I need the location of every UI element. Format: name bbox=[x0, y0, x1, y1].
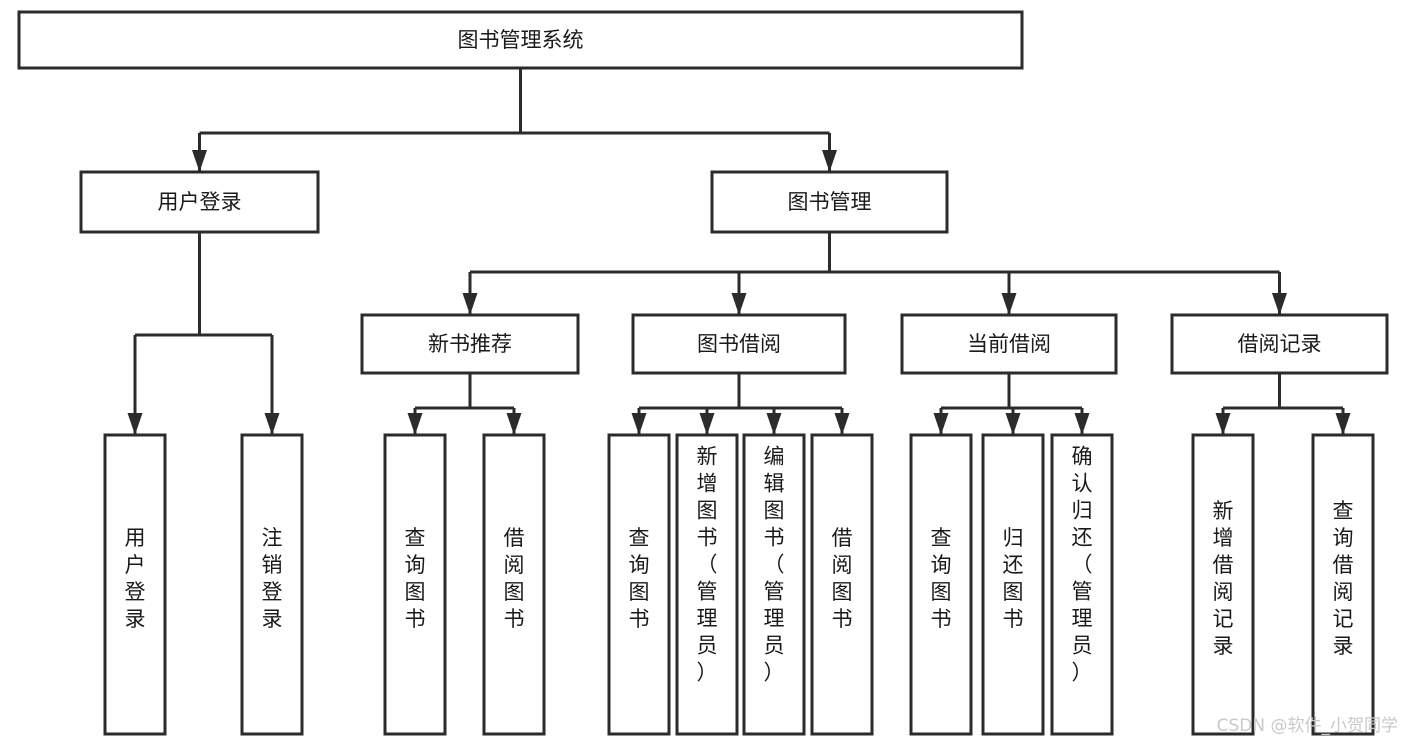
node-label: 归还图书 bbox=[1003, 526, 1024, 631]
node-label: 确认归还（管理员） bbox=[1072, 445, 1093, 685]
node-label: 新增图书（管理员） bbox=[697, 445, 718, 685]
node-leaf-borrow-book[interactable]: 借阅图书 bbox=[810, 433, 874, 736]
node-label: 图书管理 bbox=[788, 190, 872, 214]
edge-bookmanage-bus bbox=[462, 232, 1287, 315]
node-label: 查询借阅记录 bbox=[1333, 499, 1354, 658]
node-book-borrow[interactable]: 图书借阅 bbox=[631, 313, 847, 375]
node-label: 借阅图书 bbox=[832, 526, 853, 631]
connector-layer bbox=[127, 68, 1351, 435]
node-label: 编辑图书（管理员） bbox=[764, 445, 785, 685]
node-label: 图书借阅 bbox=[697, 332, 781, 356]
node-leaf-user-login[interactable]: 用户登录 bbox=[103, 433, 167, 736]
node-leaf-confirm-return-admin[interactable]: 确认归还（管理员） bbox=[1050, 433, 1114, 736]
node-label: 当前借阅 bbox=[967, 332, 1051, 356]
node-root[interactable]: 图书管理系统 bbox=[17, 10, 1024, 70]
node-leaf-return-book[interactable]: 归还图书 bbox=[981, 433, 1045, 736]
edge-borrowrecord-bus bbox=[1215, 373, 1351, 435]
node-label: 用户登录 bbox=[158, 190, 242, 214]
node-book-manage[interactable]: 图书管理 bbox=[710, 170, 949, 234]
node-label: 图书管理系统 bbox=[458, 28, 584, 52]
node-leaf-query-borrow-record[interactable]: 查询借阅记录 bbox=[1311, 433, 1375, 736]
node-leaf-query-book-borrow[interactable]: 查询图书 bbox=[607, 433, 671, 736]
node-label: 借阅记录 bbox=[1238, 332, 1322, 356]
node-label: 新增借阅记录 bbox=[1213, 499, 1234, 658]
node-new-book-recommend[interactable]: 新书推荐 bbox=[360, 313, 580, 375]
node-label: 查询图书 bbox=[405, 526, 426, 631]
csdn-watermark: CSDN @软件_小贺同学 bbox=[1217, 716, 1398, 736]
node-label: 注销登录 bbox=[262, 526, 283, 631]
node-leaf-add-book-admin[interactable]: 新增图书（管理员） bbox=[675, 433, 739, 736]
edge-userlogin-bus bbox=[127, 232, 280, 435]
node-leaf-borrow-book-new[interactable]: 借阅图书 bbox=[482, 433, 546, 736]
node-leaf-query-book-current[interactable]: 查询图书 bbox=[909, 433, 973, 736]
node-leaf-query-book-new[interactable]: 查询图书 bbox=[383, 433, 447, 736]
node-label: 查询图书 bbox=[931, 526, 952, 631]
node-leaf-add-borrow-record[interactable]: 新增借阅记录 bbox=[1191, 433, 1255, 736]
node-user-login[interactable]: 用户登录 bbox=[79, 170, 320, 234]
node-leaf-edit-book-admin[interactable]: 编辑图书（管理员） bbox=[742, 433, 806, 736]
edge-bookborrow-bus bbox=[631, 373, 850, 435]
node-leaf-user-logout[interactable]: 注销登录 bbox=[240, 433, 304, 736]
edge-root-bus bbox=[192, 68, 837, 172]
node-label: 新书推荐 bbox=[428, 332, 512, 356]
node-label: 用户登录 bbox=[125, 526, 146, 631]
node-label: 借阅图书 bbox=[504, 526, 525, 631]
edge-newbook-bus bbox=[407, 373, 522, 435]
node-label: 查询图书 bbox=[629, 526, 650, 631]
edge-currentborrow-bus bbox=[933, 373, 1090, 435]
node-current-borrow[interactable]: 当前借阅 bbox=[900, 313, 1118, 375]
node-borrow-record[interactable]: 借阅记录 bbox=[1170, 313, 1389, 375]
node-layer: 图书管理系统用户登录图书管理新书推荐图书借阅当前借阅借阅记录用户登录注销登录查询… bbox=[17, 10, 1389, 736]
